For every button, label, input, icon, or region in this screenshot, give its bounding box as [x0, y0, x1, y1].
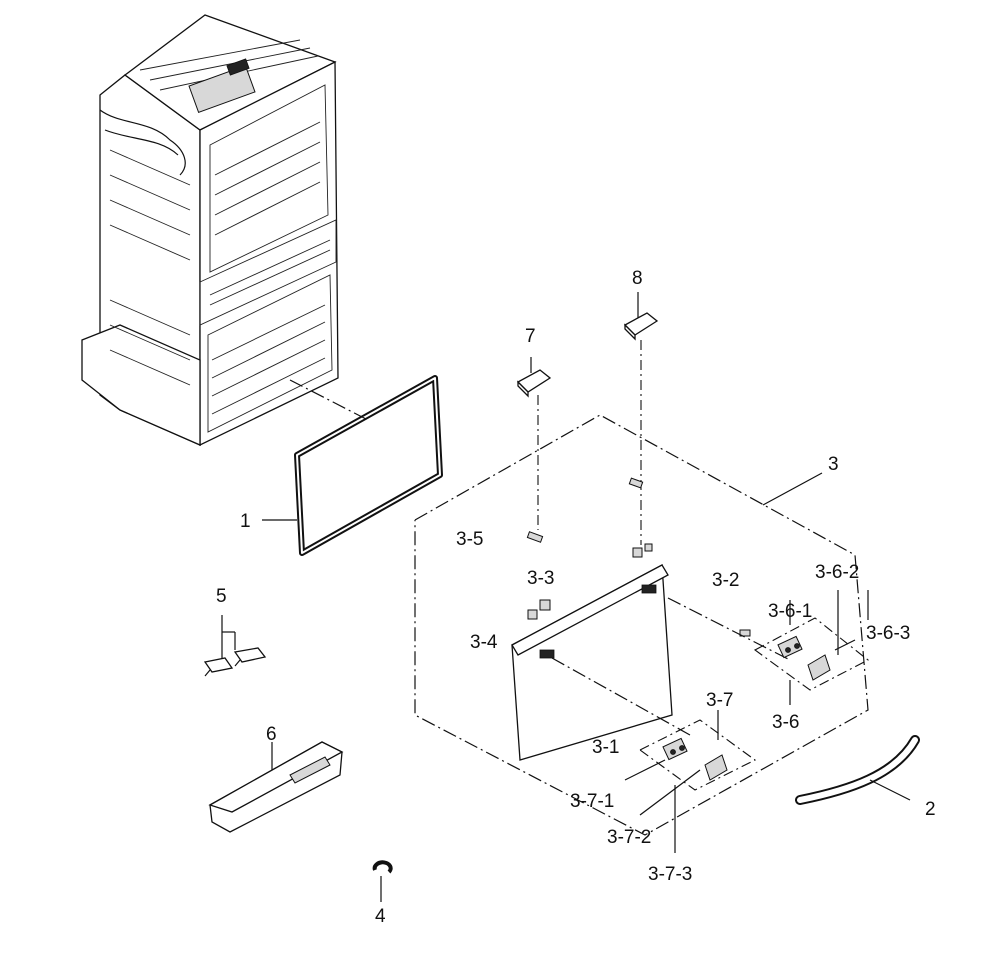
label-3-6-3: 3-6-3: [866, 623, 910, 644]
label-3-6-2: 3-6-2: [815, 562, 859, 583]
label-3-2: 3-2: [712, 570, 739, 591]
label-3-5: 3-5: [456, 529, 483, 550]
label-5: 5: [216, 586, 227, 607]
part-labels: 1 2 3 3-1 3-2 3-3 3-4 3-5 3-6 3-6-1 3-6-…: [216, 268, 936, 927]
label-3-6: 3-6: [772, 712, 799, 733]
part-8-cap: [623, 292, 659, 545]
part-7-cap: [516, 357, 552, 530]
label-2: 2: [925, 799, 936, 820]
part-5-clips: [203, 615, 267, 677]
part-3-7-bracket: [624, 710, 757, 853]
part-4-ring: [372, 860, 393, 902]
part-1-gasket: [262, 375, 443, 556]
part-6-cover: [208, 741, 344, 833]
label-6: 6: [266, 724, 277, 745]
label-3-3: 3-3: [527, 568, 554, 589]
label-3-7-2: 3-7-2: [607, 827, 651, 848]
part-3-6-bracket: [753, 590, 870, 705]
label-3-7-3: 3-7-3: [648, 864, 692, 885]
label-3-4: 3-4: [470, 632, 498, 653]
label-1: 1: [240, 511, 251, 532]
drawer-front-panel: [511, 563, 791, 761]
part-3-assembly-boundary: [414, 414, 869, 836]
label-3-7-1: 3-7-1: [570, 791, 614, 812]
refrigerator-cabinet: [81, 14, 339, 447]
label-3-7: 3-7: [706, 690, 733, 711]
label-3: 3: [828, 454, 839, 475]
label-3-6-1: 3-6-1: [768, 601, 812, 622]
cabinet-hatching: [109, 39, 331, 415]
label-7: 7: [525, 326, 536, 347]
part-2-handle: [795, 735, 920, 805]
label-4: 4: [375, 906, 386, 927]
label-8: 8: [632, 268, 643, 289]
label-3-1: 3-1: [592, 737, 619, 758]
